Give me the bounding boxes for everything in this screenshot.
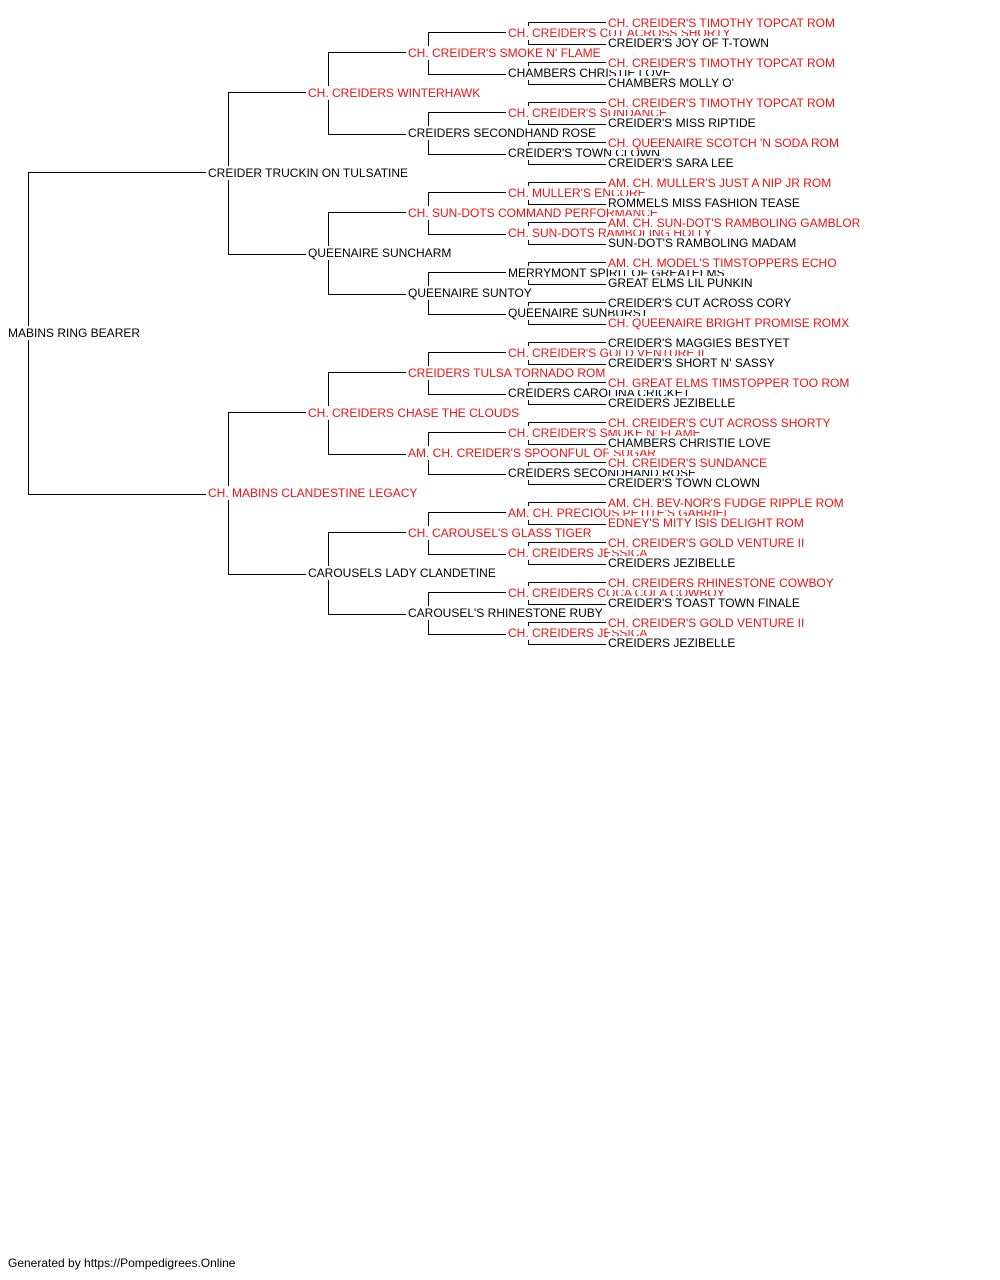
ancestor-name-gen5: CH. CREIDERS RHINESTONE COWBOY (608, 576, 836, 590)
generated-by-footer: Generated by https://Pompedigrees.Online (8, 1256, 236, 1270)
ancestor-name-gen5: CH. CREIDER'S TIMOTHY TOPCAT ROM (608, 56, 837, 70)
ancestor-name-gen1: CH. MABINS CLANDESTINE LEGACY (208, 486, 420, 500)
ancestor-name-gen5: CREIDERS JEZIBELLE (608, 556, 738, 570)
ancestor-name-gen3: CH. SUN-DOTS COMMAND PERFORMANCE (408, 206, 661, 220)
ancestor-name-gen5: CREIDER'S SHORT N' SASSY (608, 356, 777, 370)
ancestor-name-gen5: CH. CREIDER'S GOLD VENTURE II (608, 616, 807, 630)
ancestor-name-gen5: CREIDER'S JOY OF T-TOWN (608, 36, 771, 50)
subject-dog-name: MABINS RING BEARER (8, 326, 143, 340)
ancestor-name-gen5: AM. CH. BEV-NOR'S FUDGE RIPPLE ROM (608, 496, 846, 510)
ancestor-name-gen3: CAROUSEL'S RHINESTONE RUBY (408, 606, 605, 620)
ancestor-name-gen2: CH. CREIDERS WINTERHAWK (308, 86, 483, 100)
ancestor-name-gen5: CHAMBERS CHRISTIE LOVE (608, 436, 773, 450)
ancestor-name-gen1: CREIDER TRUCKIN ON TULSATINE (208, 166, 411, 180)
ancestor-name-gen5: CHAMBERS MOLLY O' (608, 76, 736, 90)
ancestor-name-gen2: CAROUSELS LADY CLANDETINE (308, 566, 498, 580)
ancestor-name-gen5: CH. QUEENAIRE SCOTCH 'N SODA ROM (608, 136, 841, 150)
ancestor-name-gen5: AM. CH. SUN-DOT'S RAMBOLING GAMBLOR (608, 216, 863, 230)
ancestor-name-gen5: CH. CREIDER'S TIMOTHY TOPCAT ROM (608, 16, 837, 30)
ancestor-name-gen5: CREIDER'S MISS RIPTIDE (608, 116, 758, 130)
ancestor-name-gen5: CH. CREIDER'S GOLD VENTURE II (608, 536, 807, 550)
ancestor-name-gen3: CREIDERS TULSA TORNADO ROM (408, 366, 608, 380)
ancestor-name-gen2: QUEENAIRE SUNCHARM (308, 246, 454, 260)
ancestor-name-gen5: CREIDER'S TOAST TOWN FINALE (608, 596, 802, 610)
ancestor-name-gen5: ROMMELS MISS FASHION TEASE (608, 196, 802, 210)
ancestor-name-gen5: CH. CREIDER'S SUNDANCE (608, 456, 769, 470)
ancestor-name-gen3: QUEENAIRE SUNTOY (408, 286, 534, 300)
ancestor-name-gen5: AM. CH. MULLER'S JUST A NIP JR ROM (608, 176, 834, 190)
ancestor-name-gen5: CREIDER'S MAGGIES BESTYET (608, 336, 792, 350)
ancestor-name-gen3: CREIDERS SECONDHAND ROSE (408, 126, 599, 140)
ancestor-name-gen2: CH. CREIDERS CHASE THE CLOUDS (308, 406, 522, 420)
ancestor-name-gen3: CH. CREIDER'S SMOKE N' FLAME (408, 46, 603, 60)
ancestor-name-gen5: CREIDER'S CUT ACROSS CORY (608, 296, 794, 310)
ancestor-name-gen5: CH. CREIDER'S CUT ACROSS SHORTY (608, 416, 833, 430)
ancestor-name-gen5: CREIDER'S SARA LEE (608, 156, 736, 170)
ancestor-name-gen5: AM. CH. MODEL'S TIMSTOPPERS ECHO (608, 256, 839, 270)
ancestor-name-gen5: CREIDERS JEZIBELLE (608, 636, 738, 650)
ancestor-name-gen5: CH. CREIDER'S TIMOTHY TOPCAT ROM (608, 96, 837, 110)
ancestor-name-gen3: CH. CAROUSEL'S GLASS TIGER (408, 526, 594, 540)
ancestor-name-gen5: CH. QUEENAIRE BRIGHT PROMISE ROMX (608, 316, 852, 330)
ancestor-name-gen5: CH. GREAT ELMS TIMSTOPPER TOO ROM (608, 376, 852, 390)
ancestor-name-gen5: CREIDER'S TOWN CLOWN (608, 476, 762, 490)
ancestor-name-gen5: EDNEY'S MITY ISIS DELIGHT ROM (608, 516, 806, 530)
ancestor-name-gen5: CREIDERS JEZIBELLE (608, 396, 738, 410)
ancestor-name-gen5: SUN-DOT'S RAMBOLING MADAM (608, 236, 799, 250)
ancestor-name-gen3: AM. CH. CREIDER'S SPOONFUL OF SUGAR (408, 446, 658, 460)
ancestor-name-gen5: GREAT ELMS LIL PUNKIN (608, 276, 755, 290)
